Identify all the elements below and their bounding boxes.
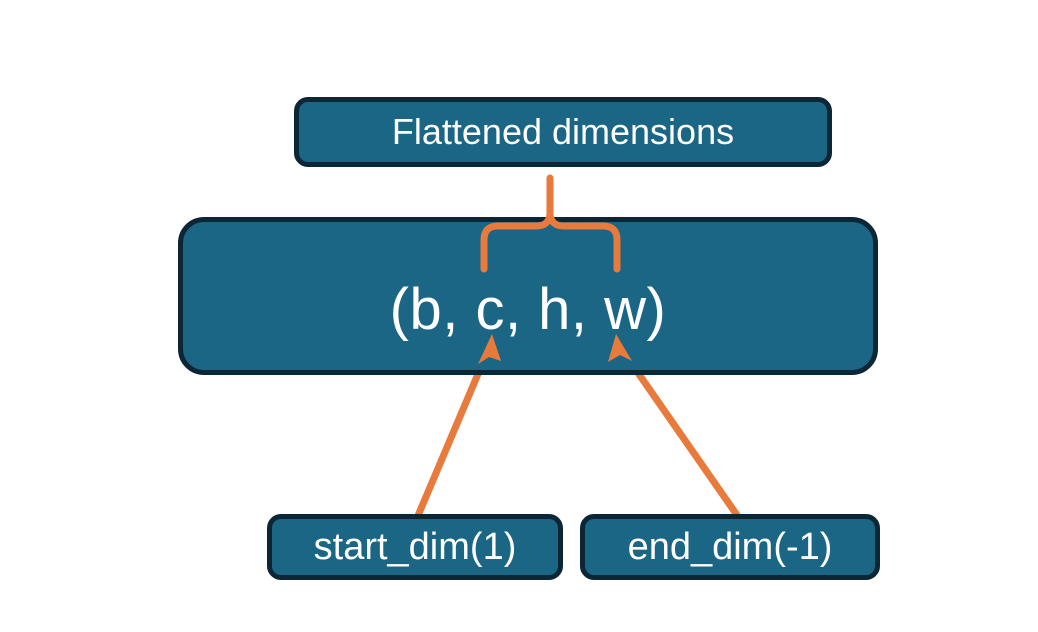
end-dim-label: end_dim(-1): [627, 526, 833, 568]
flattened-dimensions-label: Flattened dimensions: [391, 111, 735, 152]
end-dim-box[interactable]: end_dim(-1): [580, 514, 880, 580]
flattened-dimensions-box[interactable]: Flattened dimensions: [294, 97, 832, 167]
tensor-shape-label: (b, c, h, w): [389, 277, 667, 342]
tensor-shape-box[interactable]: (b, c, h, w): [178, 217, 878, 375]
start-dim-label: start_dim(1): [313, 526, 517, 568]
start-dim-box[interactable]: start_dim(1): [267, 514, 563, 580]
